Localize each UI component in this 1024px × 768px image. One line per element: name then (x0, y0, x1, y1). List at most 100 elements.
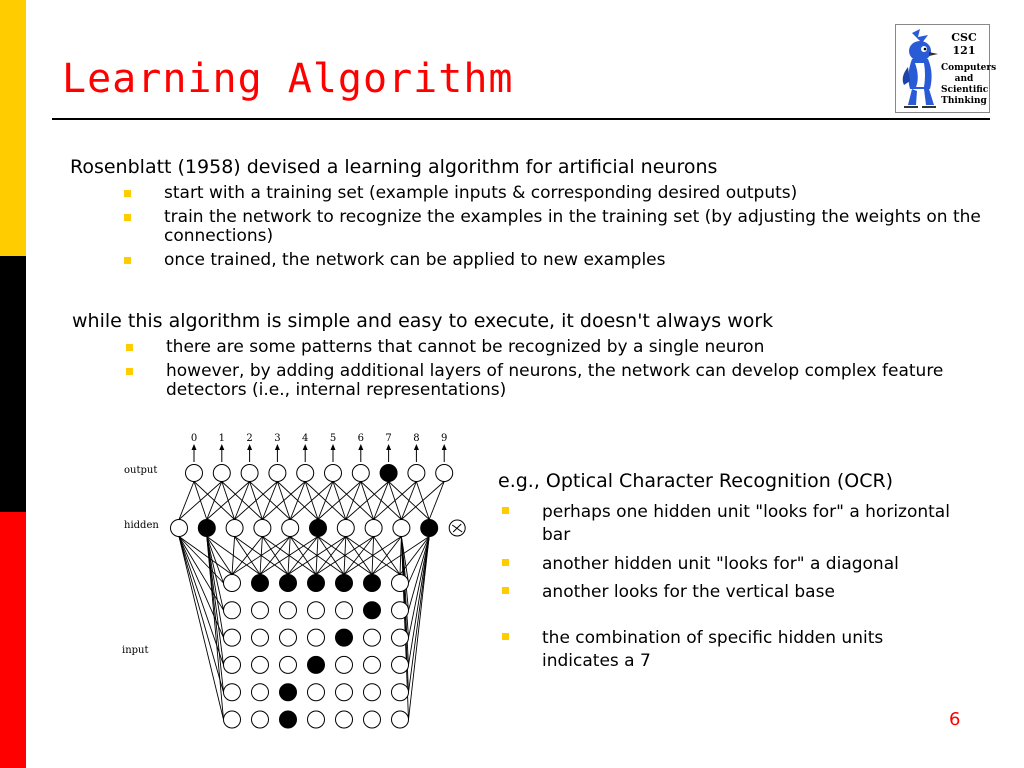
output-digit-label: 9 (441, 433, 447, 444)
bullet-item: however, by adding additional layers of … (126, 362, 946, 400)
output-arrowhead (441, 444, 447, 450)
input-pixel-unit (307, 683, 325, 702)
connection-line (206, 536, 224, 720)
input-pixel-unit (335, 574, 353, 592)
input-pixel-unit (279, 655, 297, 674)
connection-line (343, 536, 402, 575)
input-pixel-unit (391, 574, 409, 592)
section2-heading: while this algorithm is simple and easy … (72, 310, 774, 332)
connection-line (408, 536, 430, 638)
connection-line (315, 536, 374, 575)
bullet-text: start with a training set (example input… (164, 183, 798, 203)
bullet-item: start with a training set (example input… (124, 183, 984, 203)
connection-line (178, 536, 224, 693)
bullet-square-icon (124, 190, 131, 197)
hidden-unit (309, 519, 327, 537)
connection-line (178, 536, 224, 666)
hidden-unit (281, 519, 300, 537)
output-unit (268, 464, 287, 482)
connection-line (178, 481, 195, 520)
bullet-square-icon (124, 257, 131, 264)
output-digit-label: 8 (413, 433, 419, 444)
network-connections (178, 481, 445, 720)
hidden-unit (253, 519, 272, 537)
bullet-square-icon (502, 633, 509, 640)
input-layer-label: input (122, 645, 149, 656)
input-pixel-unit (307, 710, 325, 729)
output-digit-label: 2 (246, 433, 252, 444)
output-unit (212, 464, 231, 482)
output-digit-label: 4 (302, 433, 308, 444)
connection-line (317, 481, 334, 520)
input-pixel-unit (363, 574, 381, 592)
connection-line (234, 481, 251, 520)
connection-line (408, 536, 430, 611)
connection-line (408, 536, 430, 665)
bullet-text: there are some patterns that cannot be r… (166, 337, 765, 357)
output-digit-label: 7 (385, 433, 391, 444)
input-pixel-unit (335, 683, 353, 702)
logo-line: Thinking (941, 96, 987, 106)
page-number: 6 (949, 709, 961, 730)
connection-line (408, 536, 430, 720)
connection-line (262, 481, 306, 520)
input-pixel-unit (335, 628, 353, 647)
logo-line: Scientific (941, 85, 989, 95)
output-arrowhead (274, 444, 280, 450)
output-arrowhead (386, 444, 392, 450)
connection-line (317, 481, 362, 520)
connection-line (206, 536, 224, 611)
connection-line (371, 536, 430, 575)
connection-line (231, 536, 263, 575)
input-pixel-unit (307, 655, 325, 674)
output-unit (407, 464, 426, 482)
bullet-item: another hidden unit "looks for" a diagon… (502, 553, 982, 576)
connection-line (259, 536, 291, 575)
bias-unit-mark (451, 523, 463, 533)
connection-line (345, 481, 362, 520)
input-pixel-unit (251, 683, 269, 702)
input-pixel-unit (391, 655, 409, 674)
logo-line: Computers (941, 63, 997, 73)
accent-bar-yellow (0, 0, 26, 256)
hidden-unit (197, 519, 216, 537)
input-pixel-unit (363, 655, 381, 674)
bullet-square-icon (126, 368, 133, 375)
input-pixel-unit (307, 601, 325, 620)
input-pixel-unit (363, 683, 381, 702)
output-arrowhead (413, 444, 419, 450)
input-pixel-unit (391, 628, 409, 647)
bullet-text: the combination of specific hidden units… (542, 628, 884, 671)
hidden-unit (420, 519, 439, 537)
input-pixel-unit (391, 710, 409, 729)
input-pixel-unit (279, 601, 297, 620)
bullet-item: perhaps one hidden unit "looks for" a ho… (502, 501, 962, 547)
input-pixel-unit (391, 601, 409, 620)
input-pixel-unit (251, 628, 269, 647)
bullet-text: another looks for the vertical base (542, 582, 835, 602)
output-layer-label: output (124, 465, 157, 476)
connection-line (428, 481, 445, 520)
input-pixel-unit (279, 628, 297, 647)
input-pixel-unit (251, 574, 269, 592)
connection-line (401, 481, 445, 520)
output-unit (379, 464, 398, 482)
logo-course-code: CSC 121 (951, 31, 977, 57)
connection-line (289, 481, 306, 520)
accent-bar-black (0, 256, 26, 512)
bullet-square-icon (124, 214, 131, 221)
output-unit (324, 464, 342, 482)
connection-line (400, 481, 417, 520)
connection-line (178, 536, 233, 575)
input-pixel-unit (251, 655, 269, 674)
bullet-square-icon (502, 587, 509, 594)
connection-line (287, 536, 319, 575)
output-arrowhead (247, 444, 253, 450)
bullet-text: perhaps one hidden unit "looks for" a ho… (542, 502, 950, 545)
output-arrowhead (191, 444, 197, 450)
connection-line (206, 536, 224, 638)
connection-line (259, 536, 319, 575)
input-pixel-unit (223, 628, 241, 647)
output-unit (435, 464, 454, 482)
input-pixel-unit (223, 655, 241, 674)
